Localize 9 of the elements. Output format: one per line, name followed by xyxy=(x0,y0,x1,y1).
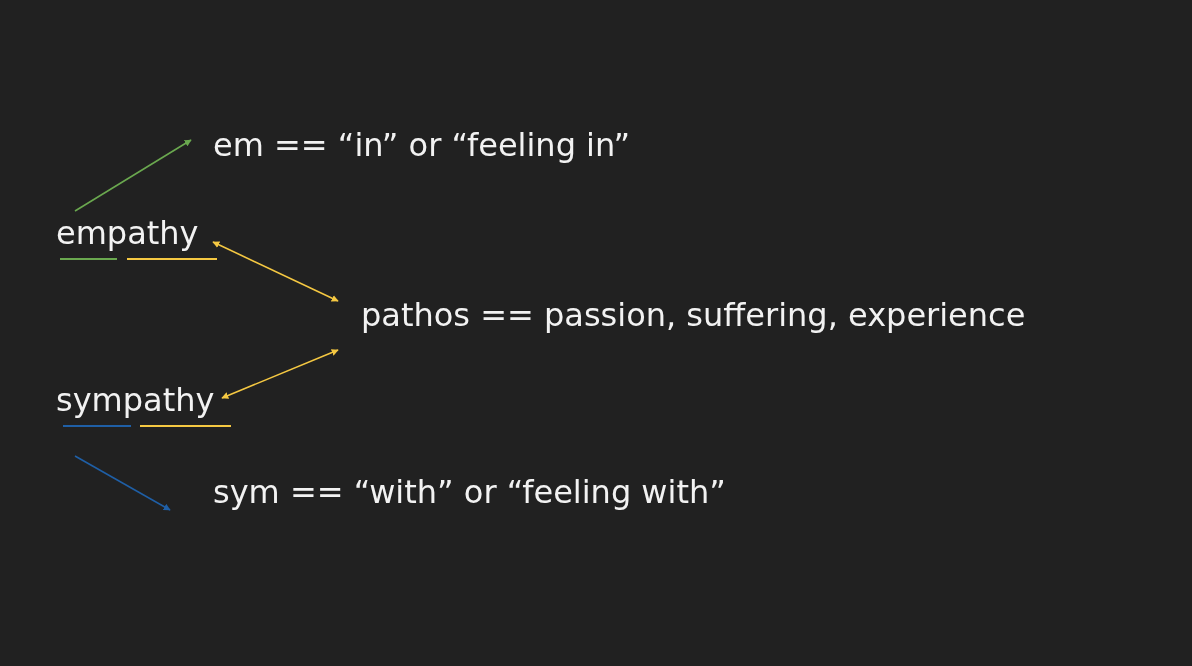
term-text: pathos == passion, suffering, experience xyxy=(361,296,1026,334)
arrow xyxy=(221,349,339,399)
term-text: em == “in” or “feeling in” xyxy=(213,126,631,164)
arrow xyxy=(74,455,171,511)
term-text: sym == “with” or “feeling with” xyxy=(213,473,726,511)
arrow xyxy=(74,139,192,212)
term-text: sympathy xyxy=(56,381,215,419)
term-text: empathy xyxy=(56,214,199,252)
arrow xyxy=(212,241,339,302)
